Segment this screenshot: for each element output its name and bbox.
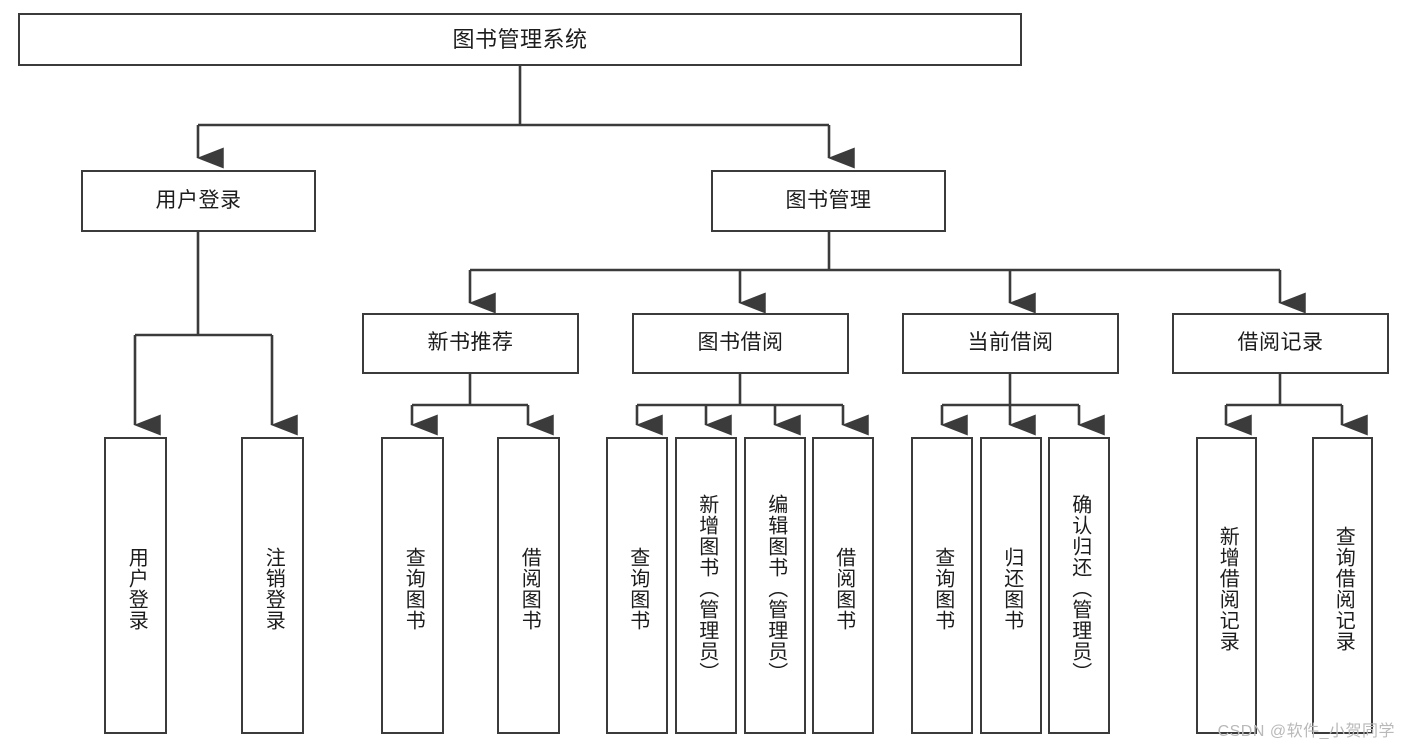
node-borrow-record[interactable]: 借阅记录 bbox=[1172, 313, 1389, 374]
leaf-user-login-signin[interactable]: 用户登录 bbox=[104, 437, 167, 734]
leaf-current-borrow-confirm-return[interactable]: 确认归还（管理员） bbox=[1048, 437, 1110, 734]
leaf-new-book-query[interactable]: 查询图书 bbox=[381, 437, 444, 734]
leaf-label: 查询图书 bbox=[931, 546, 954, 631]
leaf-label: 归还图书 bbox=[1000, 546, 1023, 631]
leaf-book-borrow-add[interactable]: 新增图书（管理员） bbox=[675, 437, 737, 734]
node-book-management-label: 图书管理 bbox=[785, 188, 872, 212]
node-root[interactable]: 图书管理系统 bbox=[18, 13, 1022, 66]
leaf-user-login-signout[interactable]: 注销登录 bbox=[241, 437, 304, 734]
leaf-label: 确认归还（管理员） bbox=[1068, 494, 1091, 683]
node-new-book-recommend[interactable]: 新书推荐 bbox=[362, 313, 579, 374]
node-user-login[interactable]: 用户登录 bbox=[81, 170, 316, 232]
watermark: CSDN @软件_小贺同学 bbox=[1217, 723, 1395, 740]
leaf-label: 借阅图书 bbox=[518, 546, 541, 631]
node-user-login-label: 用户登录 bbox=[155, 188, 242, 212]
node-current-borrow-label: 当前借阅 bbox=[967, 331, 1054, 355]
leaf-book-borrow-query[interactable]: 查询图书 bbox=[606, 437, 668, 734]
node-borrow-record-label: 借阅记录 bbox=[1237, 331, 1324, 355]
node-current-borrow[interactable]: 当前借阅 bbox=[902, 313, 1119, 374]
leaf-label: 查询图书 bbox=[402, 546, 425, 631]
leaf-label: 借阅图书 bbox=[832, 546, 855, 631]
leaf-current-borrow-return[interactable]: 归还图书 bbox=[980, 437, 1042, 734]
leaf-label: 新增图书（管理员） bbox=[695, 494, 718, 683]
node-book-management[interactable]: 图书管理 bbox=[711, 170, 946, 232]
leaf-label: 查询图书 bbox=[626, 546, 649, 631]
leaf-label: 用户登录 bbox=[125, 546, 148, 631]
leaf-label: 查询借阅记录 bbox=[1332, 525, 1355, 652]
leaf-book-borrow-edit[interactable]: 编辑图书（管理员） bbox=[744, 437, 806, 734]
leaf-book-borrow-borrow[interactable]: 借阅图书 bbox=[812, 437, 874, 734]
node-new-book-recommend-label: 新书推荐 bbox=[427, 331, 514, 355]
node-book-borrow[interactable]: 图书借阅 bbox=[632, 313, 849, 374]
node-root-label: 图书管理系统 bbox=[452, 26, 588, 52]
leaf-label: 注销登录 bbox=[262, 546, 285, 631]
node-book-borrow-label: 图书借阅 bbox=[697, 331, 784, 355]
leaf-borrow-record-add[interactable]: 新增借阅记录 bbox=[1196, 437, 1257, 734]
leaf-new-book-borrow[interactable]: 借阅图书 bbox=[497, 437, 560, 734]
leaf-borrow-record-query[interactable]: 查询借阅记录 bbox=[1312, 437, 1373, 734]
leaf-current-borrow-query[interactable]: 查询图书 bbox=[911, 437, 973, 734]
leaf-label: 编辑图书（管理员） bbox=[764, 494, 787, 683]
leaf-label: 新增借阅记录 bbox=[1216, 525, 1239, 652]
